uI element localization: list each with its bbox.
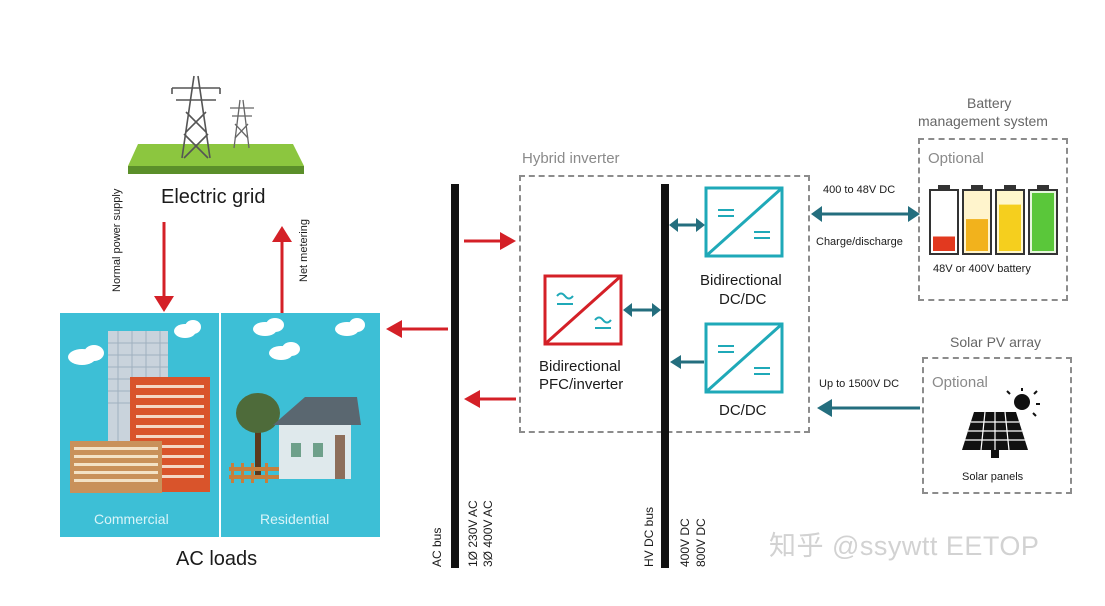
- dc-bus-to-dcdc-arrow: [669, 218, 705, 232]
- residential-house-graphic: [229, 318, 365, 483]
- right-arrow-icon: [696, 218, 705, 232]
- battery-link-range: 400 to 48V DC: [823, 184, 896, 196]
- solar-box: [922, 357, 1072, 494]
- left-arrow-icon: [623, 303, 632, 317]
- residential-label: Residential: [260, 511, 330, 527]
- bidirectional-dcdc-block: [704, 186, 784, 258]
- battery-link-arrow: [811, 206, 920, 222]
- ac-to-loads-arrow: [386, 320, 448, 338]
- ac-bus-label: AC bus: [430, 527, 444, 567]
- hv-dc-bus-line: [661, 184, 669, 568]
- battery-link-mode: Charge/discharge: [816, 236, 903, 248]
- bms-optional: Optional: [928, 150, 984, 167]
- left-arrow-icon: [811, 206, 822, 222]
- dc-symbol-icon: [754, 367, 770, 375]
- pfc-inverter-label-1: Bidirectional: [539, 358, 621, 375]
- dc-symbol-icon: [718, 209, 734, 217]
- electric-grid-graphic: [128, 75, 304, 174]
- watermark: 知乎 @ssywtt EETOP: [769, 531, 1040, 561]
- cloud-icon: [269, 342, 300, 360]
- left-arrow-icon: [386, 320, 402, 338]
- solar-panel-icon: [962, 388, 1040, 458]
- hv-dc-voltage-1: 400V DC: [678, 518, 692, 567]
- battery-cap: [1004, 185, 1016, 190]
- bms-box: [918, 138, 1068, 301]
- ac-bus-to-inverter-arrow: [464, 232, 516, 250]
- solar-link-arrow: [817, 399, 920, 417]
- cloud-icon: [335, 318, 365, 336]
- pylon-large-icon: [171, 75, 221, 159]
- ac-bus-voltage-3: 3Ø 400V AC: [481, 500, 495, 567]
- battery-cap: [971, 185, 983, 190]
- battery-charge-level: [933, 236, 955, 251]
- cloud-icon: [68, 345, 104, 365]
- pylon-small-icon: [230, 99, 254, 149]
- battery-charge-level: [966, 219, 988, 251]
- grid-label: Electric grid: [161, 186, 266, 208]
- bidirectional-dcdc-label-2: DC/DC: [719, 291, 767, 308]
- cloud-icon: [253, 318, 284, 336]
- dcdc-to-dc-bus-arrow: [670, 355, 704, 369]
- bms-title-1: Battery: [967, 95, 1012, 111]
- grid-flow-arrows: [154, 222, 292, 314]
- ac-wave-icon: [594, 316, 612, 324]
- dc-symbol-icon: [718, 345, 734, 353]
- solar-dcdc-label: DC/DC: [719, 402, 767, 419]
- ac-loads-divider: [219, 313, 221, 537]
- dc-symbol-icon: [754, 231, 770, 239]
- net-metering-label: Net metering: [298, 219, 310, 282]
- ac-wave-icon: [556, 292, 574, 300]
- battery-cap: [938, 185, 950, 190]
- pfc-inverter-block: [543, 274, 623, 346]
- bidirectional-dcdc-label-1: Bidirectional: [700, 272, 782, 289]
- tree-icon: [236, 393, 280, 433]
- down-arrow-icon: [154, 296, 174, 312]
- solar-panel-label: Solar panels: [962, 471, 1024, 483]
- battery-charge-level: [1032, 193, 1054, 251]
- battery-charge-level: [999, 204, 1021, 251]
- hv-dc-bus-label: HV DC bus: [642, 506, 656, 567]
- right-arrow-icon: [908, 206, 920, 222]
- solar-optional: Optional: [932, 374, 988, 391]
- left-arrow-icon: [464, 390, 480, 408]
- solar-link-range: Up to 1500V DC: [819, 378, 900, 390]
- solar-dcdc-block: [704, 322, 784, 394]
- bms-title-2: management system: [918, 113, 1048, 129]
- inverter-to-ac-bus-arrow: [464, 390, 516, 408]
- left-arrow-icon: [817, 399, 832, 417]
- battery-set: [929, 185, 1058, 255]
- left-arrow-icon: [670, 355, 681, 369]
- pfc-inverter-label-2: PFC/inverter: [539, 376, 624, 393]
- ac-bus-line: [451, 184, 459, 568]
- battery-cap: [1037, 185, 1049, 190]
- pfc-to-dc-bus-arrow: [623, 303, 661, 317]
- right-arrow-icon: [652, 303, 661, 317]
- cloud-icon: [174, 320, 201, 338]
- solar-title: Solar PV array: [950, 334, 1042, 350]
- battery-label: 48V or 400V battery: [933, 263, 1031, 275]
- ac-loads-title: AC loads: [176, 548, 258, 570]
- commercial-label: Commercial: [94, 511, 169, 527]
- grass-platform: [128, 144, 304, 166]
- left-arrow-icon: [669, 218, 678, 232]
- hv-dc-voltage-2: 800V DC: [694, 518, 708, 567]
- sun-icon: [1006, 388, 1040, 417]
- commercial-buildings-graphic: [68, 320, 210, 493]
- up-arrow-icon: [272, 226, 292, 242]
- normal-supply-label: Normal power supply: [111, 188, 123, 292]
- hybrid-inverter-title: Hybrid inverter: [522, 150, 620, 167]
- right-arrow-icon: [500, 232, 516, 250]
- ac-bus-voltage-1: 1Ø 230V AC: [466, 500, 480, 567]
